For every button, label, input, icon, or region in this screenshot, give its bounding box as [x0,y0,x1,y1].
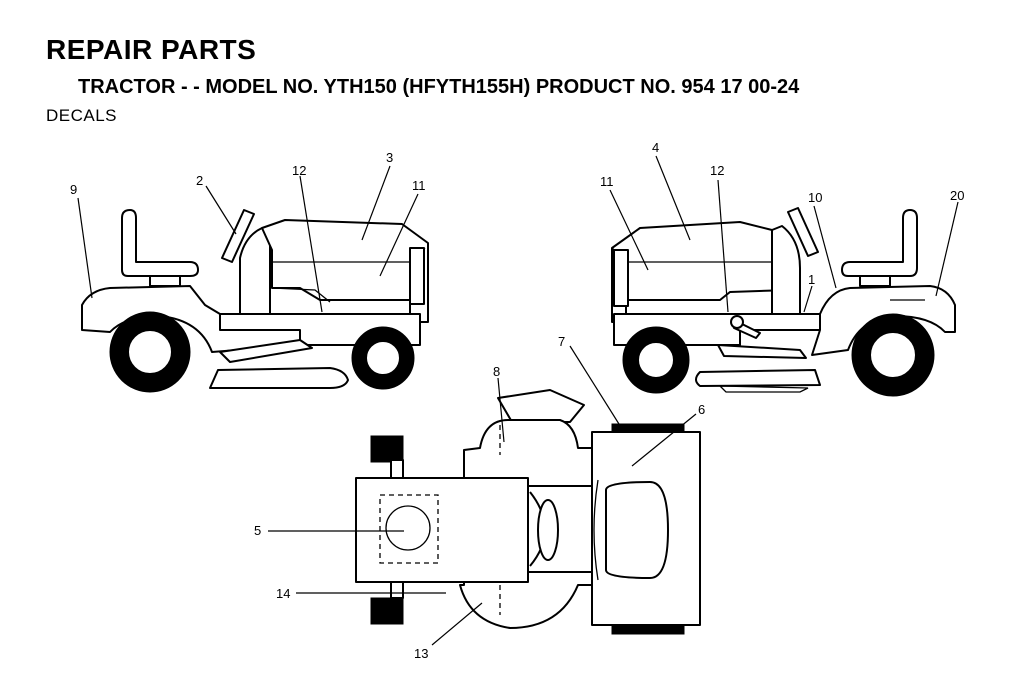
callout-3: 3 [386,150,393,165]
top-right-rear-tire [370,597,404,625]
right-seat [841,209,918,277]
left-hood [261,219,429,323]
callout-9: 9 [70,182,77,197]
left-grille [409,247,425,305]
right-hood [611,221,791,323]
callout-leaders [77,155,959,646]
top-hood-panel [605,481,669,579]
callout-4: 4 [652,140,659,155]
tractor-left-view [81,209,429,393]
callout-10: 10 [808,190,822,205]
top-front-bumper [611,423,685,433]
callout-1: 1 [808,272,815,287]
right-steering-wheel [787,207,819,257]
right-seat-post [859,275,891,287]
callout-12-left: 12 [292,163,306,178]
callout-8: 8 [493,364,500,379]
right-grille [613,249,629,307]
tractor-top-view [355,389,701,635]
right-dash [771,225,801,315]
top-bumper-rear [611,625,685,635]
top-seat-back [497,389,585,423]
top-seat [355,477,529,583]
left-seat-post [149,275,181,287]
callout-12-right: 12 [710,163,724,178]
callout-13: 13 [414,646,428,661]
tractor-right-view [611,207,956,397]
callout-5: 5 [254,523,261,538]
top-left-rear-tire [370,435,404,463]
callout-6: 6 [698,402,705,417]
callout-11-right: 11 [600,174,614,189]
callout-2: 2 [196,173,203,188]
callout-7: 7 [558,334,565,349]
left-seat [121,209,199,277]
callout-20: 20 [950,188,964,203]
page-title: REPAIR PARTS [46,34,257,65]
right-mower-deck [695,369,821,387]
left-pedal [219,339,313,363]
left-mower-deck [209,367,349,389]
left-dash [239,227,271,315]
callout-labels: 9 2 12 3 11 4 11 12 10 20 1 7 6 8 5 14 1… [70,140,964,661]
callout-11-left: 11 [412,178,426,193]
section-label: DECALS [46,106,118,125]
model-subtitle: TRACTOR - - MODEL NO. YTH150 (HFYTH155H)… [78,76,800,98]
left-steering-wheel [221,209,255,263]
callout-14: 14 [276,586,290,601]
